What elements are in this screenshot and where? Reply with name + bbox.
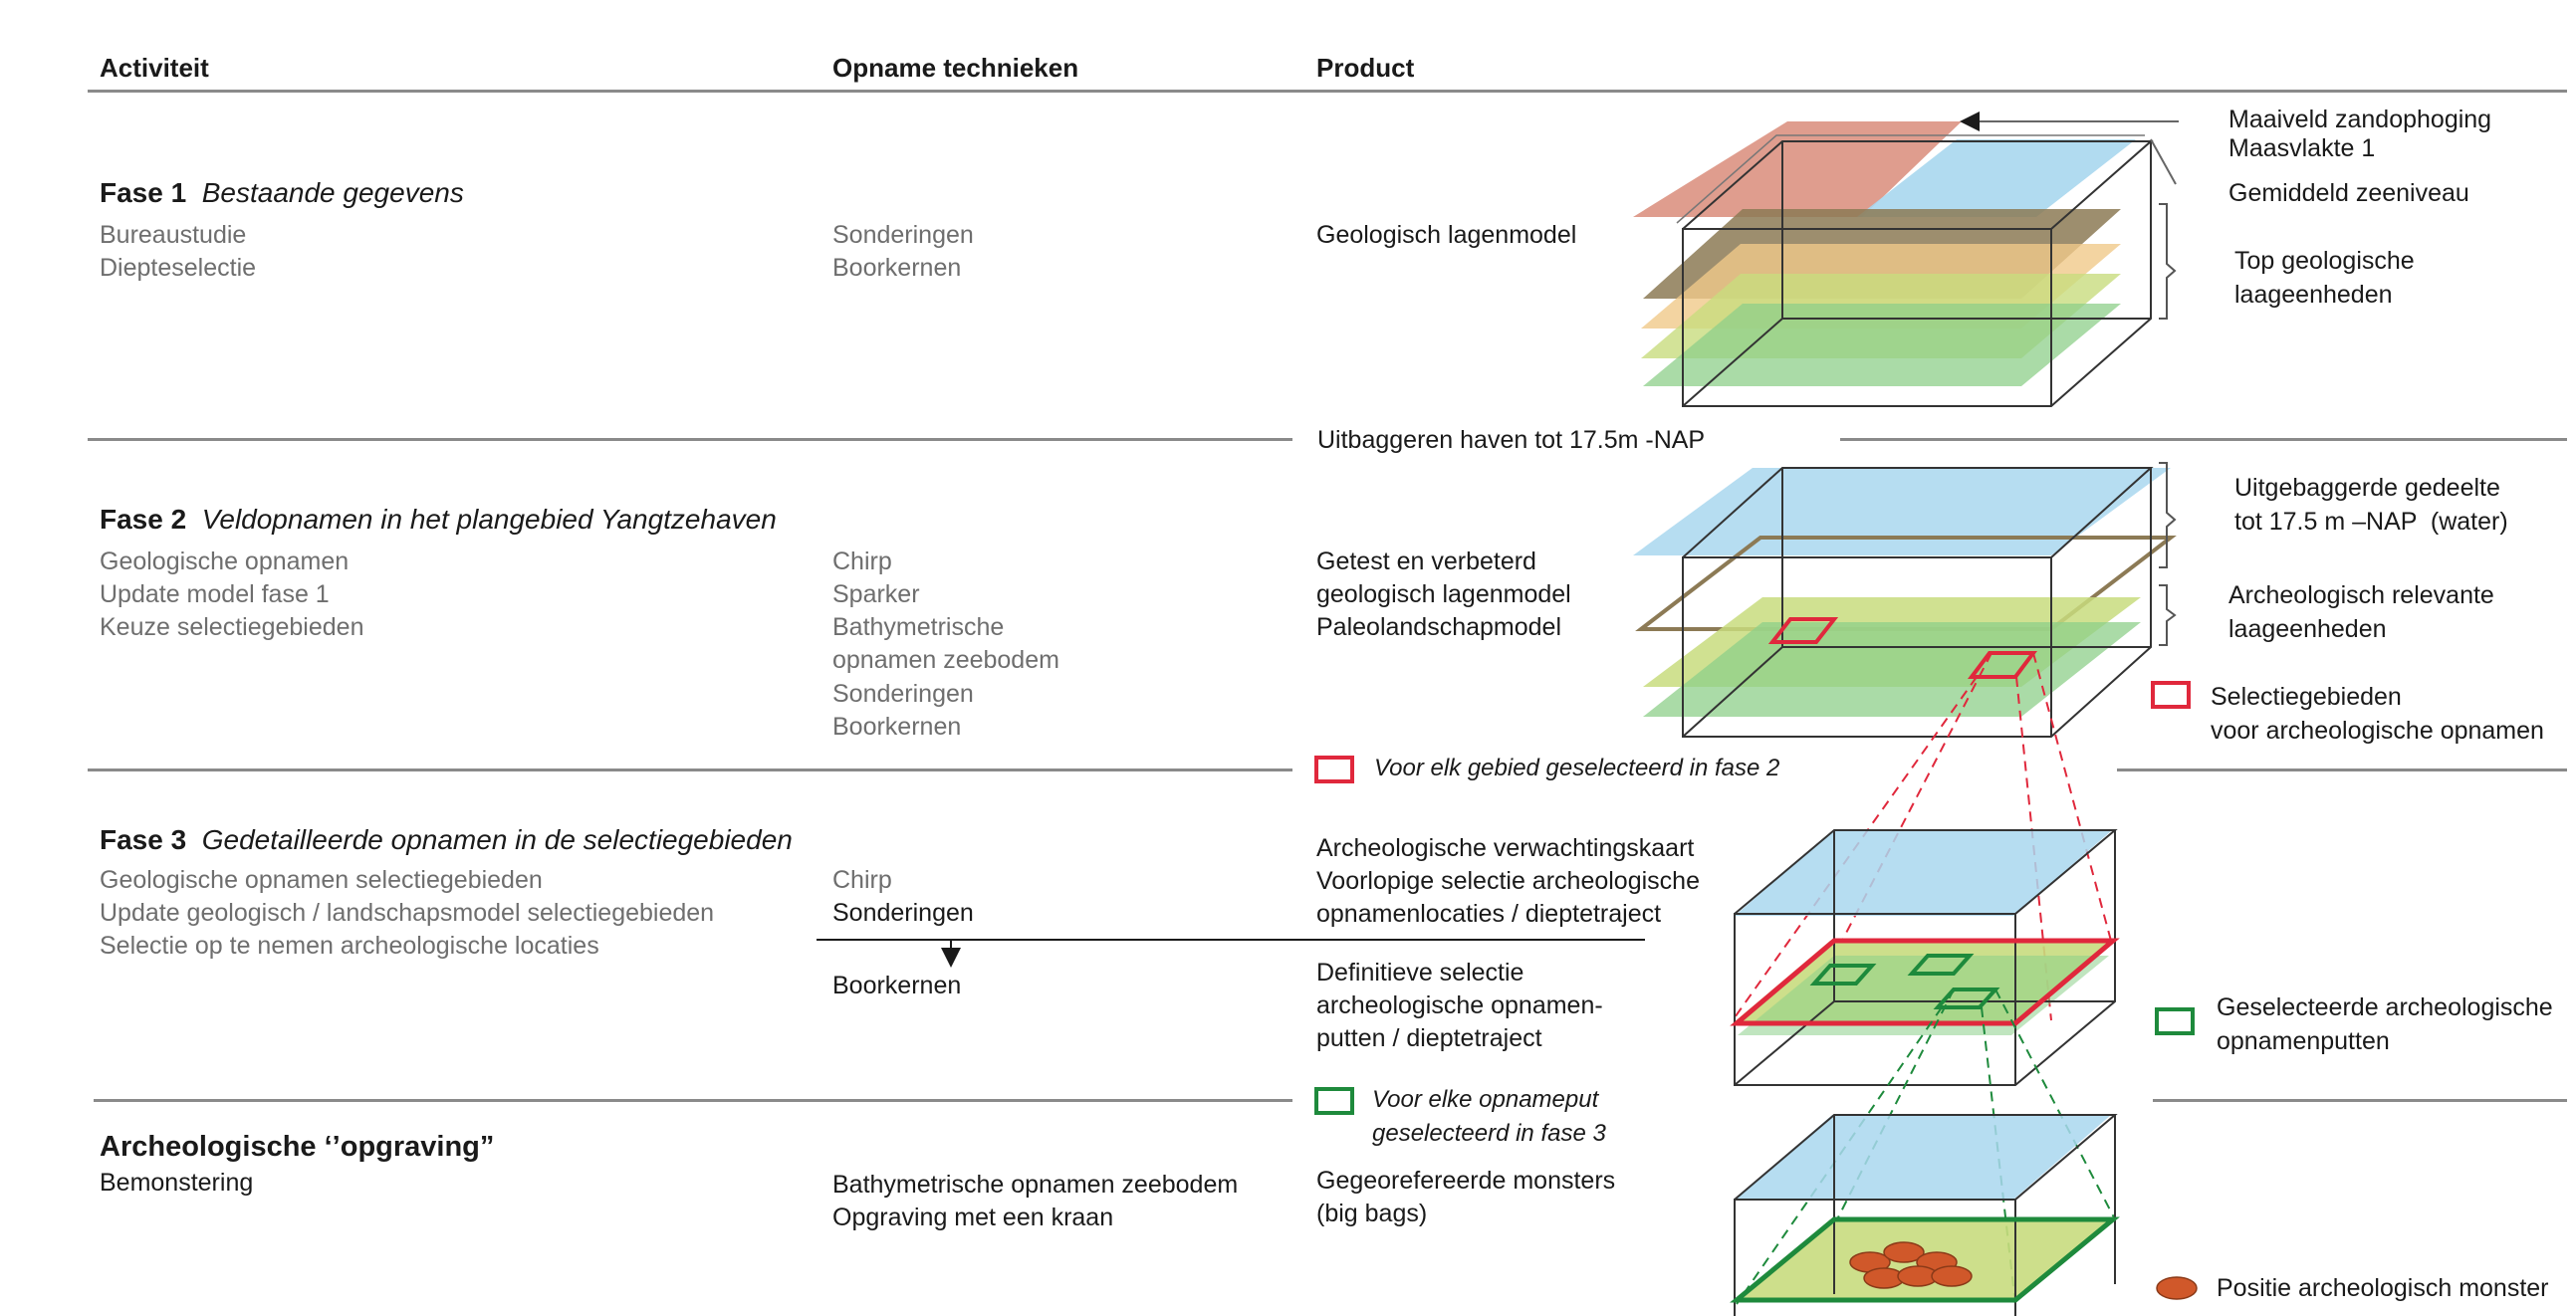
- phase3-product-2: Voorlopige selectie archeologische: [1316, 867, 1700, 895]
- divider-3-green-icon: [1314, 1087, 1354, 1115]
- phase1-sea-pointer: [2150, 138, 2177, 185]
- phase2-relevant-brace: [2159, 584, 2177, 646]
- phase1-layer-green: [1643, 304, 2121, 386]
- phase2-technique-2: Sparker: [832, 580, 920, 608]
- phase4-technique-2: Opgraving met een kraan: [832, 1204, 1114, 1231]
- phase4-sample-legend-label: Positie archeologisch monster: [2217, 1274, 2549, 1302]
- phase3-product-after-1: Definitieve selectie: [1316, 959, 1524, 987]
- phase4-technique-1: Bathymetrische opnamen zeebodem: [832, 1171, 1239, 1199]
- phase1-activity-2: Diepteselectie: [100, 254, 257, 282]
- phase4-title: Archeologische ‘’opgraving”: [100, 1131, 495, 1163]
- header-product: Product: [1316, 53, 1415, 83]
- phase3-heading: Fase 3 Gedetailleerde opnamen in de sele…: [100, 822, 793, 858]
- phase1-technique-2: Boorkernen: [832, 254, 962, 282]
- divider-3-left: [94, 1099, 1292, 1102]
- phase2-product-1: Getest en verbeterd: [1316, 548, 1536, 575]
- phase3-product-after-3: putten / dieptetraject: [1316, 1024, 1542, 1052]
- phase1-heading: Fase 1 Bestaande gegevens: [100, 175, 464, 211]
- phase2-product-3: Paleolandschapmodel: [1316, 613, 1562, 641]
- phase2-relevant-label: Archeologisch relevante laageenheden: [2228, 581, 2494, 643]
- phase2-technique-6: Boorkernen: [832, 713, 962, 741]
- phase3-product-3: opnamenlocaties / dieptetraject: [1316, 900, 1662, 928]
- phase1-technique-1: Sonderingen: [832, 221, 974, 249]
- phase3-pits-legend-icon: [2155, 1007, 2195, 1035]
- phase3-pit-2: [1907, 954, 1975, 976]
- phase3-selection-area: [1730, 938, 2120, 1026]
- phase3-subtitle: Gedetailleerde opnamen in de selectiegeb…: [201, 824, 793, 855]
- phase2-product-2: geologisch lagenmodel: [1316, 580, 1571, 608]
- phase4-block: [1730, 1114, 2120, 1316]
- phase2-technique-5: Sonderingen: [832, 680, 974, 708]
- phase2-layer-green: [1643, 622, 2141, 717]
- phase3-pit-1: [1809, 964, 1877, 986]
- phase1-activity-1: Bureaustudie: [100, 221, 247, 249]
- sample-2: [1883, 1241, 1925, 1263]
- phase2-dredged-label: Uitgebaggerde gedeelte tot 17.5 m –NAP (…: [2234, 474, 2508, 536]
- phase1-subtitle: Bestaande gegevens: [201, 177, 464, 208]
- phase2-box-outline: [1682, 467, 2154, 738]
- phase4-product-2: (big bags): [1316, 1200, 1428, 1227]
- phase1-title: Fase 1: [100, 177, 187, 208]
- phase1-layer-water: [1857, 139, 2136, 217]
- phase3-block: [1730, 829, 2120, 1086]
- phase3-technique-1: Chirp: [832, 866, 892, 894]
- divider-1-left: [88, 438, 1292, 441]
- phase2-subtitle: Veldopnamen in het plangebied Yangtzehav…: [201, 504, 777, 535]
- phase3-activity-2: Update geologisch / landschapsmodel sele…: [100, 899, 715, 927]
- phase1-box-outline: [1676, 134, 2154, 407]
- phase2-selection-area-1: [1767, 617, 1839, 644]
- phase1-block: [1633, 111, 2179, 407]
- header-techniques: Opname technieken: [832, 53, 1079, 83]
- phase2-technique-1: Chirp: [832, 548, 892, 575]
- phase3-pits-legend-label: Geselecteerde archeologische opnamenputt…: [2217, 993, 2553, 1055]
- phase2-dredged-brace: [2159, 462, 2177, 568]
- phase2-layer-water: [1633, 468, 2171, 555]
- divider-2-label: Voor elk gebied geselecteerd in fase 2: [1374, 755, 1780, 781]
- header-rule: [88, 90, 2567, 93]
- divider-2-red-icon: [1314, 756, 1354, 783]
- header-activity: Activiteit: [100, 53, 209, 83]
- phase2-selection-legend-icon: [2151, 681, 2191, 709]
- sample-6: [1931, 1265, 1973, 1287]
- phase1-layers-brace: [2159, 203, 2177, 320]
- phase4-product-1: Gegeorefereerde monsters: [1316, 1167, 1616, 1195]
- phase3-layer-water: [1735, 831, 2111, 916]
- phase3-activity-1: Geologische opnamen selectiegebieden: [100, 866, 543, 894]
- phase1-product: Geologisch lagenmodel: [1316, 221, 1577, 249]
- phase2-title: Fase 2: [100, 504, 187, 535]
- divider-2-left: [88, 768, 1292, 771]
- phase2-heading: Fase 2 Veldopnamen in het plangebied Yan…: [100, 502, 777, 538]
- divider-1-label: Uitbaggeren haven tot 17.5m -NAP: [1317, 426, 1706, 454]
- phase2-activity-2: Update model fase 1: [100, 580, 330, 608]
- phase2-activity-3: Keuze selectiegebieden: [100, 613, 364, 641]
- phase4-layer-water: [1735, 1115, 2111, 1200]
- phase4-activity-1: Bemonstering: [100, 1169, 254, 1197]
- phase1-layer-surface: [1633, 121, 1962, 217]
- phase3-title: Fase 3: [100, 824, 187, 855]
- phase3-technique-after: Boorkernen: [832, 972, 962, 999]
- divider-3-label: Voor elke opnameput geselecteerd in fase…: [1372, 1086, 1606, 1147]
- phase3-activity-3: Selectie op te nemen archeologische loca…: [100, 932, 599, 960]
- phase4-pit-area: [1730, 1216, 2120, 1303]
- phase2-technique-3: Bathymetrische: [832, 613, 1005, 641]
- phase1-sea-level-label: Gemiddeld zeeniveau: [2228, 179, 2469, 207]
- phase4-sample-legend-icon: [2156, 1276, 2198, 1300]
- phase3-technique-2: Sonderingen: [832, 899, 974, 927]
- phase3-box-outline: [1734, 829, 2118, 1086]
- phase1-layers-label: Top geologische laageenheden: [2234, 247, 2415, 309]
- phase2-selection-legend-label: Selectiegebieden voor archeologische opn…: [2211, 683, 2544, 745]
- phase2-technique-4: opnamen zeebodem: [832, 646, 1059, 674]
- divider-2-right: [2117, 768, 2567, 771]
- phase2-block: [1633, 462, 2177, 738]
- phase3-product-1: Archeologische verwachtingskaart: [1316, 834, 1695, 862]
- divider-1-right: [1840, 438, 2567, 441]
- phase3-to-phase4-connectors: [1736, 988, 2116, 1305]
- phase4-samples: [1849, 1241, 1973, 1289]
- phase3-product-after-2: archeologische opnamen-: [1316, 991, 1603, 1019]
- phase1-surface-label: Maaiveld zandophoging Maasvlakte 1: [2228, 106, 2492, 162]
- divider-3-right: [2153, 1099, 2567, 1102]
- phase2-activity-1: Geologische opnamen: [100, 548, 350, 575]
